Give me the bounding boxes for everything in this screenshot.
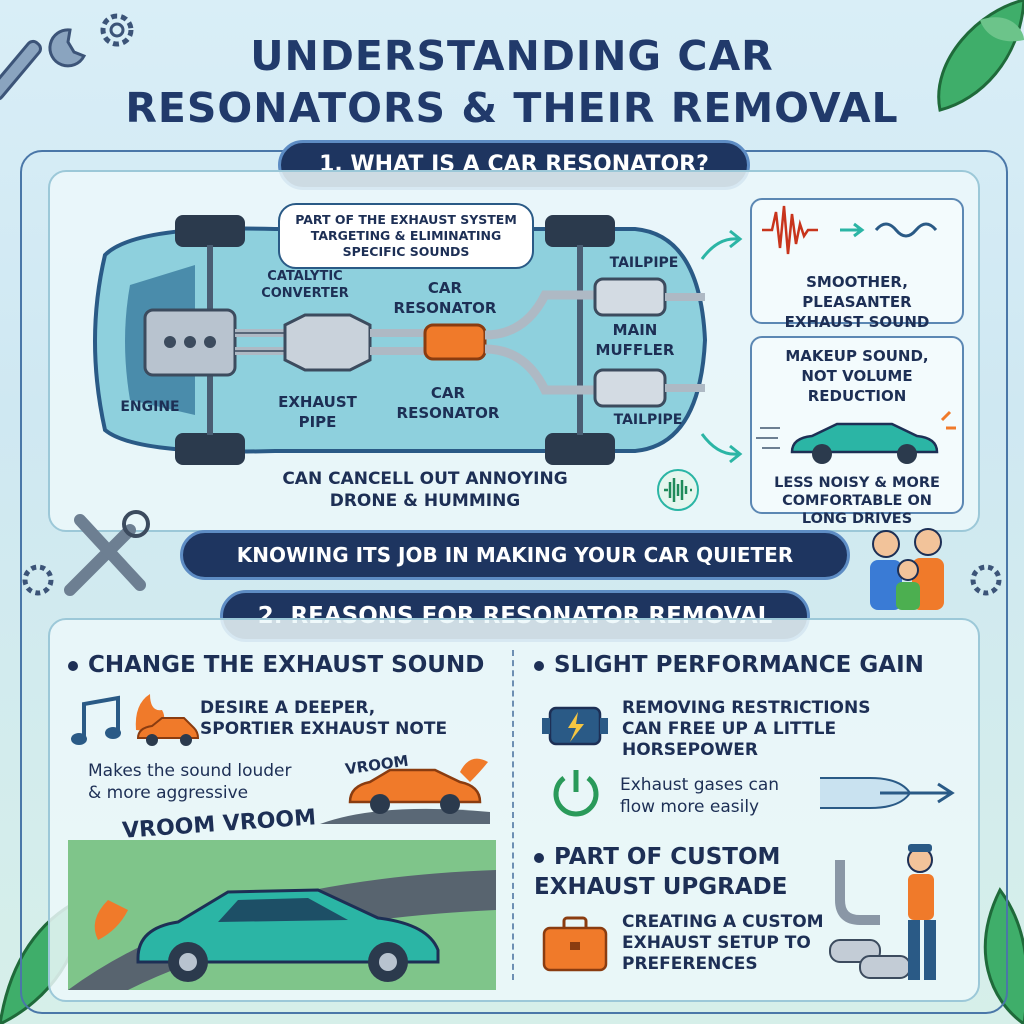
power-icon	[553, 770, 599, 817]
car-icon	[756, 410, 956, 464]
less-noisy-text: LESS NOISY & MORE COMFORTABLE ON LONG DR…	[774, 475, 940, 527]
label-car-resonator-top: CAR RESONATOR	[393, 279, 497, 317]
arrow-icon	[700, 433, 743, 464]
comfort-box: MAKEUP SOUND, NOT VOLUME REDUCTION LESS …	[750, 336, 964, 527]
leaf-icon	[937, 0, 1024, 112]
quieter-banner-text: KNOWING ITS JOB IN MAKING YOUR CAR QUIET…	[236, 543, 794, 567]
deeper-note-text: DESIRE A DEEPER, SPORTIER EXHAUST NOTE	[200, 698, 448, 739]
gear-icon	[970, 564, 1002, 596]
flaming-car-icon	[135, 694, 200, 746]
music-note-icon	[71, 695, 121, 745]
page-title: UNDERSTANDING CAR RESONATORS & THEIR REM…	[0, 30, 1024, 134]
horsepower-text: REMOVING RESTRICTIONS CAN FREE UP A LITT…	[622, 698, 871, 760]
section2-divider	[512, 650, 514, 980]
label-tailpipe-bottom: TAILPIPE	[613, 412, 683, 428]
arrow-icon	[700, 229, 743, 260]
exhaust-diagram	[93, 215, 708, 465]
gases-flow-bullet-text: Exhaust gases can flow more easily	[620, 775, 780, 817]
makeup-sound-text: MAKEUP SOUND, NOT VOLUME REDUCTION	[785, 347, 929, 405]
performance-gain-header-text: SLIGHT PERFORMANCE GAIN	[554, 652, 924, 678]
label-tailpipe-top: TAILPIPE	[609, 255, 679, 271]
smoother-sound-text: SMOOTHER, PLEASANTER EXHAUST SOUND	[784, 273, 930, 331]
title-line-2: RESONATORS & THEIR REMOVAL	[125, 84, 899, 132]
toolbox-icon	[542, 916, 608, 972]
bullet-dot	[534, 852, 544, 863]
wrench-icon	[0, 28, 87, 101]
louder-bullet-text: Makes the sound louder & more aggressive	[88, 761, 292, 803]
change-sound-header: CHANGE THE EXHAUST SOUND	[68, 652, 484, 678]
gear-icon	[22, 564, 54, 596]
definition-text: PART OF THE EXHAUST SYSTEM TARGETING & E…	[295, 212, 517, 259]
tools-icon	[64, 510, 150, 596]
bullet-dot	[68, 660, 78, 671]
label-catalytic-converter: CATALYTIC CONVERTER	[261, 269, 349, 301]
sound-wave-icon	[657, 469, 699, 511]
mechanic-icon	[829, 844, 936, 980]
change-sound-header-text: CHANGE THE EXHAUST SOUND	[88, 652, 485, 678]
green-sports-car-scene	[68, 840, 496, 990]
orange-sports-car-icon	[320, 758, 490, 824]
performance-gain-header: SLIGHT PERFORMANCE GAIN	[534, 652, 924, 678]
custom-upgrade-header: PART OF CUSTOM EXHAUST UPGRADE	[534, 842, 814, 902]
engine-icon	[542, 706, 608, 746]
label-engine: ENGINE	[120, 399, 180, 415]
louder-bullet: Makes the sound louder & more aggressive	[88, 760, 308, 804]
definition-bubble: PART OF THE EXHAUST SYSTEM TARGETING & E…	[278, 203, 534, 269]
bullet-dot	[534, 660, 544, 671]
cancel-drone-text: CAN CANCELL OUT ANNOYING DRONE & HUMMING	[282, 469, 568, 511]
custom-setup-text: CREATING A CUSTOM EXHAUST SETUP TO PREFE…	[622, 912, 824, 974]
label-car-resonator-bottom: CAR RESONATOR	[396, 384, 500, 422]
gear-icon	[100, 13, 134, 47]
flow-arrows-icon	[820, 777, 955, 809]
family-icon	[870, 528, 944, 610]
label-main-muffler: MAIN MUFFLER	[595, 321, 675, 359]
quieter-banner: KNOWING ITS JOB IN MAKING YOUR CAR QUIET…	[180, 530, 850, 580]
label-exhaust-pipe: EXHAUST PIPE	[278, 393, 357, 431]
title-line-1: UNDERSTANDING CAR	[250, 32, 774, 80]
gases-flow-bullet: Exhaust gases can flow more easily	[620, 774, 810, 818]
sound-wave-icon	[762, 205, 938, 255]
custom-upgrade-header-text: PART OF CUSTOM EXHAUST UPGRADE	[534, 844, 788, 900]
smoother-sound-box: SMOOTHER, PLEASANTER EXHAUST SOUND	[750, 198, 964, 331]
